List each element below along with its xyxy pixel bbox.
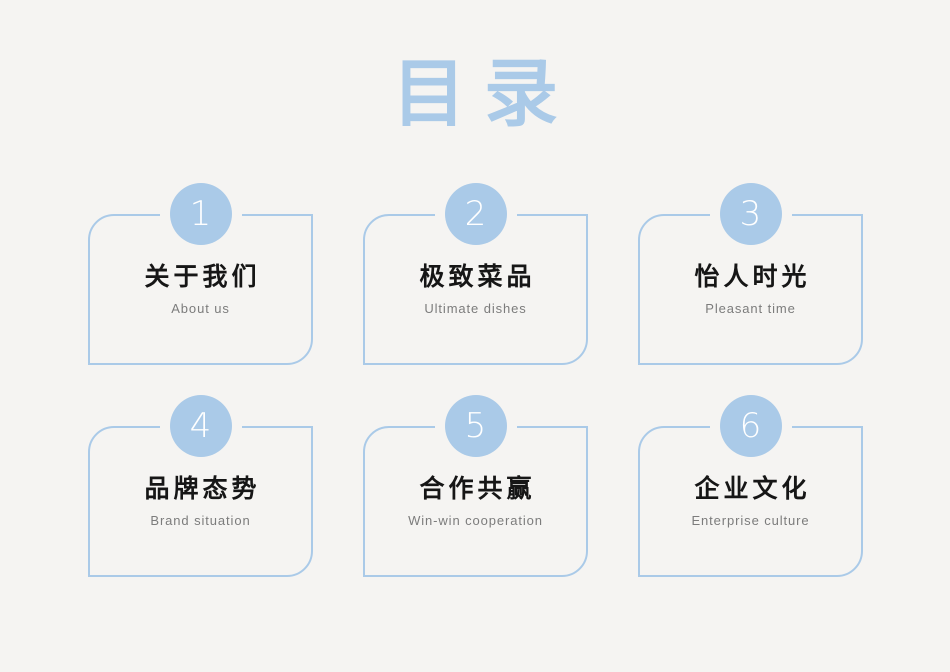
card-subtitle: Win-win cooperation — [408, 513, 543, 528]
agenda-card-5[interactable]: 5 合作共赢 Win-win cooperation — [363, 395, 588, 577]
card-body: 怡人时光 Pleasant time — [638, 214, 863, 365]
card-frame-gap-right — [774, 211, 792, 219]
card-frame-gap-right — [499, 211, 517, 219]
card-number: 4 — [189, 406, 212, 446]
card-subtitle: Ultimate dishes — [424, 301, 527, 316]
card-body: 企业文化 Enterprise culture — [638, 426, 863, 577]
agenda-card-1[interactable]: 1 关于我们 About us — [88, 183, 313, 365]
agenda-card-3[interactable]: 3 怡人时光 Pleasant time — [638, 183, 863, 365]
card-number: 1 — [189, 194, 212, 234]
card-frame-gap-right — [499, 423, 517, 431]
card-number-badge: 4 — [169, 395, 232, 457]
card-number: 6 — [739, 406, 762, 446]
card-subtitle: Enterprise culture — [691, 513, 810, 528]
card-number-badge: 3 — [719, 183, 782, 245]
card-frame-gap-right — [774, 423, 792, 431]
card-frame-gap-left — [160, 211, 178, 219]
card-frame-gap-left — [435, 423, 453, 431]
card-number-badge: 6 — [719, 395, 782, 457]
page-title: 目录 — [392, 51, 576, 137]
card-frame-gap-right — [224, 423, 242, 431]
card-title: 极致菜品 — [419, 262, 536, 291]
card-subtitle: Brand situation — [150, 513, 251, 528]
card-frame-gap-right — [224, 211, 242, 219]
card-title: 企业文化 — [694, 474, 811, 503]
card-frame-gap-left — [710, 211, 728, 219]
card-frame-gap-left — [160, 423, 178, 431]
card-number: 2 — [464, 194, 487, 234]
agenda-card-6[interactable]: 6 企业文化 Enterprise culture — [638, 395, 863, 577]
card-title: 合作共赢 — [419, 474, 536, 503]
card-body: 关于我们 About us — [88, 214, 313, 365]
agenda-card-4[interactable]: 4 品牌态势 Brand situation — [88, 395, 313, 577]
card-subtitle: Pleasant time — [705, 301, 796, 316]
card-number-badge: 5 — [444, 395, 507, 457]
card-frame-gap-left — [710, 423, 728, 431]
card-number-badge: 1 — [169, 183, 232, 245]
card-body: 合作共赢 Win-win cooperation — [363, 426, 588, 577]
card-body: 极致菜品 Ultimate dishes — [363, 214, 588, 365]
agenda-card-2[interactable]: 2 极致菜品 Ultimate dishes — [363, 183, 588, 365]
card-frame-gap-left — [435, 211, 453, 219]
agenda-card-grid: 1 关于我们 About us 2 极致菜品 Ultimate dishes — [88, 183, 864, 577]
card-body: 品牌态势 Brand situation — [88, 426, 313, 577]
card-title: 品牌态势 — [144, 474, 261, 503]
card-subtitle: About us — [171, 301, 230, 316]
card-number: 5 — [464, 406, 487, 446]
card-number: 3 — [739, 194, 762, 234]
card-number-badge: 2 — [444, 183, 507, 245]
card-title: 关于我们 — [144, 262, 261, 291]
card-title: 怡人时光 — [694, 262, 811, 291]
